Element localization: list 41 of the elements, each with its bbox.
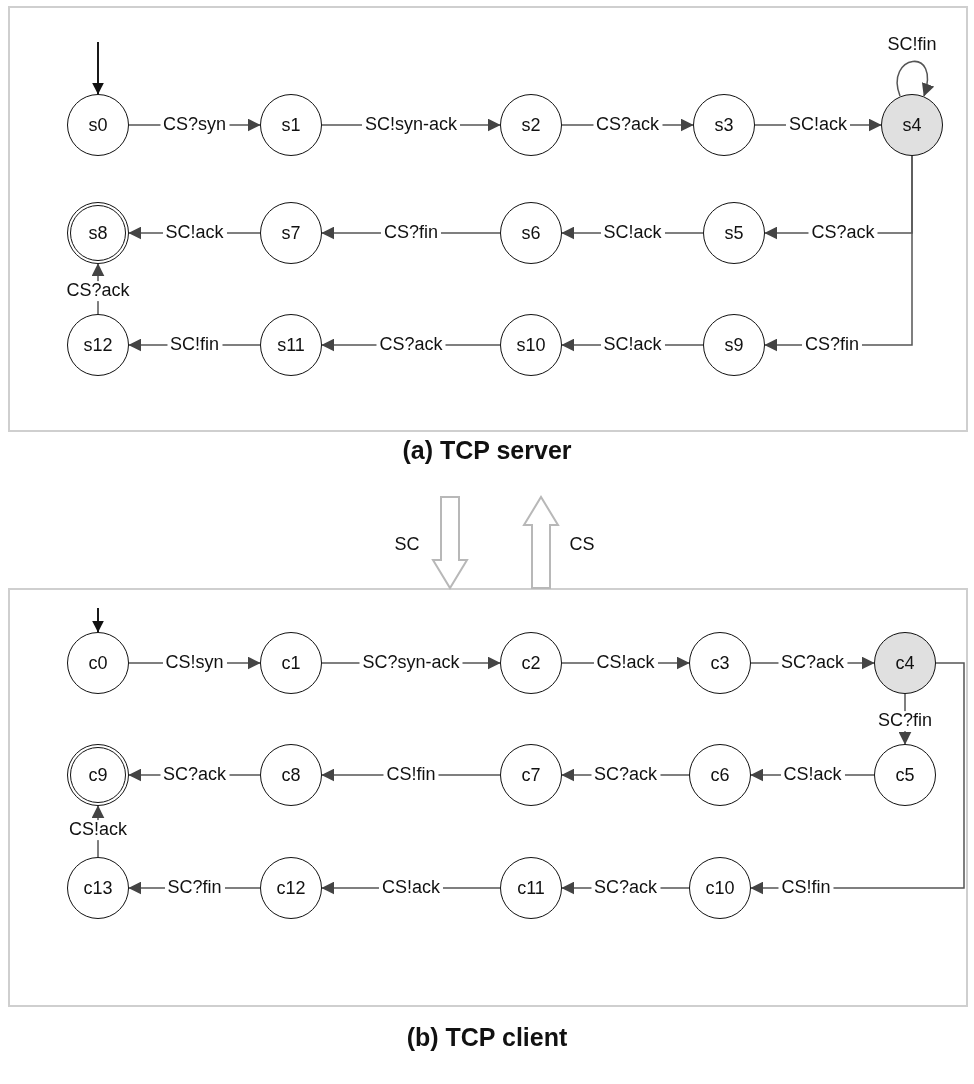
edge-label: SC?syn-ack [359, 653, 463, 673]
state-label: c12 [276, 877, 306, 899]
state-label: c4 [895, 652, 915, 674]
state-label: s7 [281, 222, 301, 244]
state-label: c1 [281, 652, 301, 674]
edge-label: CS?syn [160, 115, 229, 135]
edge-label: CS [568, 535, 596, 555]
state-label: c0 [88, 652, 108, 674]
state-label: s3 [714, 114, 734, 136]
state-label: s4 [902, 114, 922, 136]
hollow-arrow [522, 495, 560, 589]
state-label: s5 [724, 222, 744, 244]
state-label: s12 [83, 334, 113, 356]
panel-caption: (a) TCP server [401, 436, 573, 465]
state-label: s9 [724, 334, 744, 356]
edge-label: SC!syn-ack [362, 115, 460, 135]
state-label: s10 [516, 334, 546, 356]
state-label: c11 [517, 877, 545, 899]
state-label: c10 [705, 877, 735, 899]
state-label: c3 [710, 652, 730, 674]
initial-arrow [92, 607, 104, 633]
state-label: s11 [277, 334, 305, 356]
state-label: c13 [83, 877, 113, 899]
state-label: c2 [521, 652, 541, 674]
edge-label: SC [393, 535, 421, 555]
state-label: s0 [88, 114, 108, 136]
initial-arrow [92, 41, 104, 95]
edge-label: CS!ack [66, 820, 130, 840]
state-label: c8 [281, 764, 301, 786]
state-label: s6 [521, 222, 541, 244]
panel-caption: (b) TCP client [405, 1023, 569, 1052]
state-label: c7 [521, 764, 541, 786]
state-label: c5 [895, 764, 915, 786]
state-label: s1 [281, 114, 301, 136]
edge-label: CS!syn [162, 653, 227, 673]
hollow-arrow [431, 496, 469, 590]
state-label: s8 [88, 222, 108, 244]
state-label: c9 [88, 764, 108, 786]
transition-arrow [896, 60, 934, 97]
state-label: c6 [710, 764, 730, 786]
state-label: s2 [521, 114, 541, 136]
